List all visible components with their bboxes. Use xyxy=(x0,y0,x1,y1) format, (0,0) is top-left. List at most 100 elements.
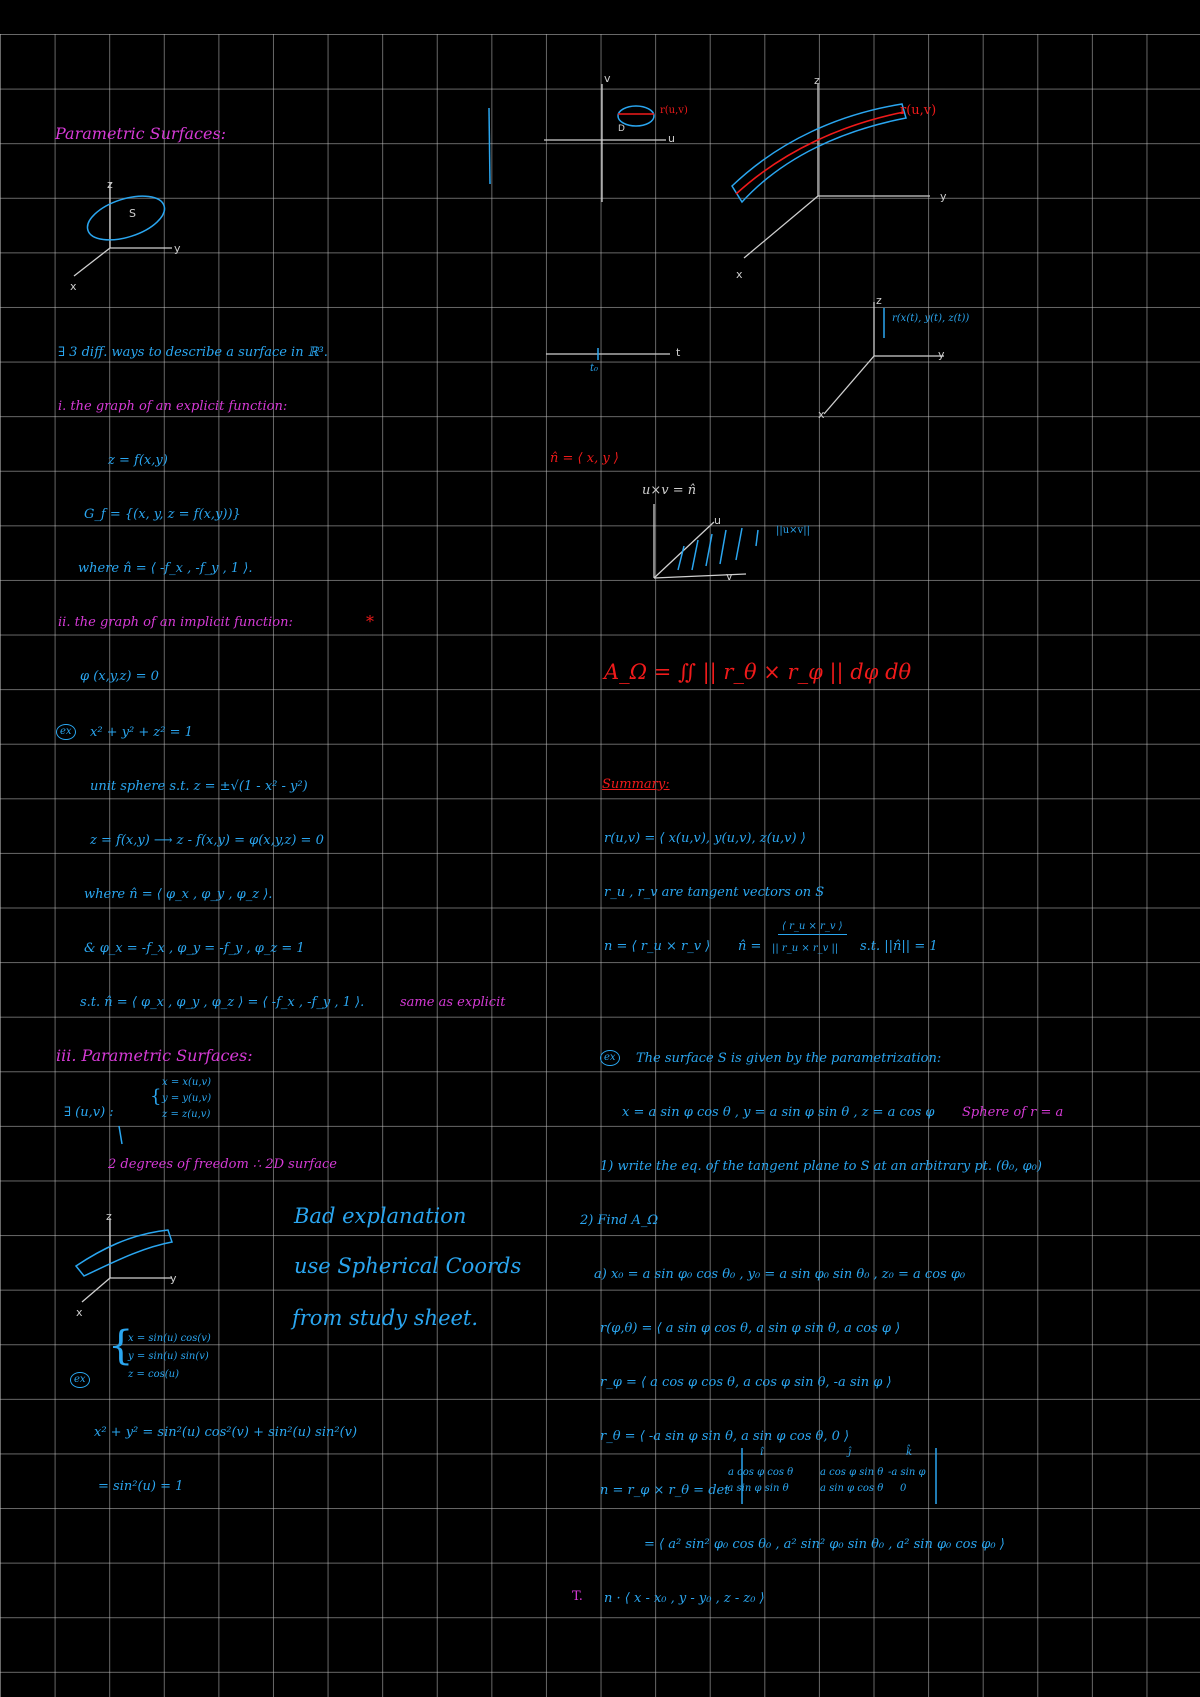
ex2-z: z = cos(u) xyxy=(128,1369,180,1380)
section-heading: Parametric Surfaces: xyxy=(55,124,227,143)
note-study-sheet: from study sheet. xyxy=(292,1306,479,1330)
question-1: 1) write the eq. of the tangent plane to… xyxy=(600,1159,1042,1174)
item-ii: ii. the graph of an implicit function: xyxy=(58,615,293,630)
det-header-j: ĵ xyxy=(848,1447,852,1458)
system-brace-2: { xyxy=(108,1323,134,1369)
eq-normal-explicit: where n̂ = ⟨ -f_x , -f_y , 1 ⟩. xyxy=(78,561,253,576)
top-margin xyxy=(0,0,1200,34)
area-formula: A_Ω = ∬ || r_θ × r_φ || dφ dθ xyxy=(604,660,912,684)
determinant-lhs: n = r_φ × r_θ = det xyxy=(600,1483,730,1498)
determinant-bars xyxy=(741,1448,937,1504)
axis-label-x: x xyxy=(70,280,77,293)
det-r2c1: -a sin φ sin θ xyxy=(724,1483,789,1494)
note-spherical: use Spherical Coords xyxy=(294,1254,522,1278)
det-header-k: k̂ xyxy=(906,1447,913,1458)
axis-label-t: t xyxy=(676,346,681,359)
pointer-stroke xyxy=(118,1125,123,1145)
det-r2c2: a sin φ cos θ xyxy=(820,1483,884,1494)
item-iii: iii. Parametric Surfaces: xyxy=(56,1046,253,1065)
eq-sphere: x² + y² + z² = 1 xyxy=(90,725,193,740)
summary-fraction-num: ⟨ r_u × r_v ⟩ xyxy=(778,922,847,935)
example-badge-3: ex xyxy=(600,1050,620,1066)
space-curve-sketch xyxy=(823,302,944,415)
sys-y: y = y(u,v) xyxy=(162,1093,212,1104)
sys-x: x = x(u,v) xyxy=(162,1077,212,1088)
axis-label-x-3: x xyxy=(736,268,743,281)
surface-sketch-2 xyxy=(74,1218,173,1303)
summary-line-2: r_u , r_v are tangent vectors on S xyxy=(604,885,825,900)
cross-v-label: v xyxy=(726,570,733,583)
axis-label-u: u xyxy=(668,132,675,145)
axis-label-z-2: z xyxy=(106,1210,112,1223)
curve-label: r(x(t), y(t), z(t)) xyxy=(892,313,970,324)
map-label-uv: r(u,v) xyxy=(660,105,688,116)
degrees-of-freedom: 2 degrees of freedom ∴ 2D surface xyxy=(108,1157,337,1172)
example-badge-2: ex xyxy=(70,1372,90,1388)
exists-uv: ∃ (u,v) : xyxy=(64,1105,114,1120)
det-r1c1: a cos φ cos θ xyxy=(728,1467,794,1478)
eq-implicit: φ (x,y,z) = 0 xyxy=(80,669,159,684)
surface-label-s: S xyxy=(129,207,136,220)
det-r1c3: -a sin φ xyxy=(888,1467,926,1478)
axis-label-y: y xyxy=(174,242,181,255)
cross-u-label: u xyxy=(714,514,721,527)
det-r1c2: a cos φ sin θ xyxy=(820,1467,884,1478)
surface-sketch-1 xyxy=(73,182,172,277)
example-param: x = a sin φ cos θ , y = a sin φ sin θ , … xyxy=(622,1105,935,1120)
ex2-x: x = sin(u) cos(v) xyxy=(128,1333,211,1344)
det-header-i: î xyxy=(760,1447,764,1458)
normal-result: = ⟨ a² sin² φ₀ cos θ₀ , a² sin² φ₀ sin θ… xyxy=(644,1537,1005,1552)
eq-partials: & φ_x = -f_x , φ_y = -f_y , φ_z = 1 xyxy=(84,941,305,956)
summary-fraction-den: || r_u × r_v || xyxy=(772,943,839,954)
axis-label-z-3: z xyxy=(814,74,820,87)
axis-label-y-4: y xyxy=(938,348,945,361)
tangent-plane-label: T. xyxy=(572,1589,583,1604)
summary-heading: Summary: xyxy=(602,777,670,792)
det-r2c3: 0 xyxy=(900,1483,907,1494)
solution-r-theta: r_θ = ⟨ -a sin φ sin θ, a sin φ cos θ, 0… xyxy=(600,1429,850,1444)
sphere-note: Sphere of r = a xyxy=(962,1105,1064,1120)
note-bad-explanation: Bad explanation xyxy=(294,1204,467,1228)
cross-norm-label: ||u×v|| xyxy=(776,525,810,536)
same-as-explicit-note: same as explicit xyxy=(400,995,506,1010)
example-statement: The surface S is given by the parametriz… xyxy=(636,1051,942,1066)
summary-nhat-lhs: n̂ = xyxy=(738,939,762,954)
tangent-plane-eq: n · ⟨ x - x₀ , y - y₀ , z - z₀ ⟩ xyxy=(604,1591,765,1606)
domain-label-d: D xyxy=(618,124,625,134)
ex2-y: y = sin(u) sin(v) xyxy=(128,1351,209,1362)
item-i: i. the graph of an explicit function: xyxy=(58,399,288,414)
example-badge: ex xyxy=(56,724,76,740)
solution-a: a) x₀ = a sin φ₀ cos θ₀ , y₀ = a sin φ₀ … xyxy=(594,1267,966,1282)
t0-label: t₀ xyxy=(590,363,599,374)
sys-z: z = z(u,v) xyxy=(162,1109,211,1120)
eq-normal-implicit: where n̂ = ⟨ φ_x , φ_y , φ_z ⟩. xyxy=(84,887,273,902)
eq-explicit: z = f(x,y) xyxy=(108,453,168,468)
summary-line-3a: n = ⟨ r_u × r_v ⟩ xyxy=(604,939,711,954)
cross-product-sketch xyxy=(653,504,759,579)
intro-text: ∃ 3 diff. ways to describe a surface in … xyxy=(58,345,328,360)
eq-graph: G_f = {(x, y, z = f(x,y))} xyxy=(84,507,241,522)
summary-unit-norm: s.t. ||n̂|| = 1 xyxy=(860,939,938,954)
cross-caption: u×v = n̂ xyxy=(642,483,697,498)
solution-r: r(φ,θ) = ⟨ a sin φ cos θ, a sin φ sin θ,… xyxy=(600,1321,901,1336)
summary-line-1: r(u,v) = ⟨ x(u,v), y(u,v), z(u,v) ⟩ xyxy=(604,831,806,846)
parametric-surface-sketch xyxy=(731,84,930,259)
solution-r-phi: r_φ = ⟨ a cos φ cos θ, a cos φ sin θ, -a… xyxy=(600,1375,892,1390)
axis-label-x-4: x xyxy=(818,408,825,421)
eq-sum-result: = sin²(u) = 1 xyxy=(98,1479,184,1494)
system-brace: { xyxy=(150,1086,162,1107)
axis-label-y-3: y xyxy=(940,190,947,203)
t-axis-sketch xyxy=(546,348,670,360)
star-mark: * xyxy=(366,612,374,631)
axis-label-z: z xyxy=(107,178,113,191)
axis-label-v: v xyxy=(604,72,611,85)
margin-stroke xyxy=(488,107,491,185)
uv-plane-sketch xyxy=(544,84,666,202)
axis-label-z-4: z xyxy=(876,294,882,307)
eq-conversion: z = f(x,y) ⟶ z - f(x,y) = φ(x,y,z) = 0 xyxy=(90,833,324,848)
question-2: 2) Find A_Ω xyxy=(580,1213,659,1228)
eq-same-normal: s.t. n̂ = ⟨ φ_x , φ_y , φ_z ⟩ = ⟨ -f_x ,… xyxy=(80,995,365,1010)
unit-sphere-text: unit sphere s.t. z = ±√(1 - x² - y²) xyxy=(90,779,308,794)
surface-map-label: r(u,v) xyxy=(900,103,937,118)
